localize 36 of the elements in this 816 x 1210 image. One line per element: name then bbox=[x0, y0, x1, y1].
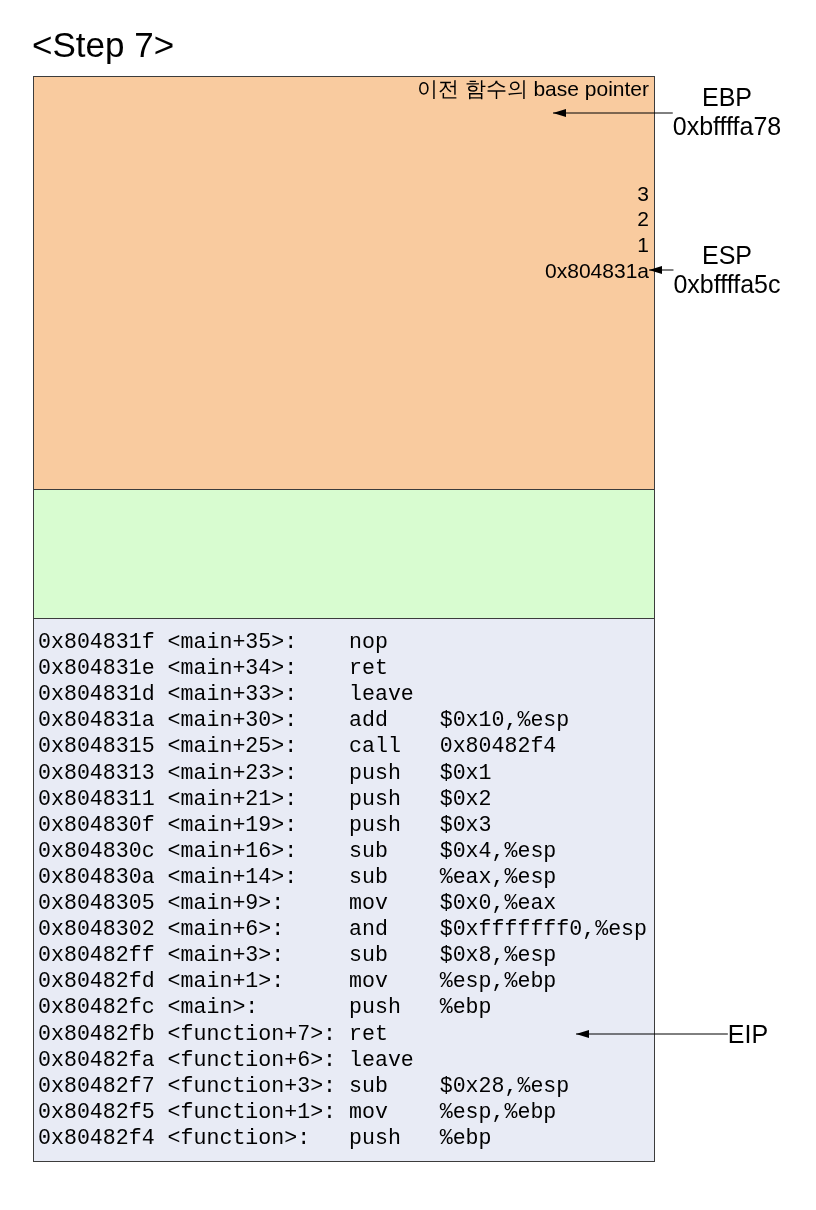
stack-entry: 이전 함수의 base pointer bbox=[416, 76, 649, 100]
stack-entry: 3 bbox=[637, 181, 649, 205]
stack-entry: 2 bbox=[637, 206, 649, 230]
register-name: ESP bbox=[701, 241, 752, 270]
code-line: 0x80482fb <function+7>: ret bbox=[38, 1021, 388, 1046]
memory-region-box bbox=[33, 489, 655, 619]
stack-frame-box bbox=[33, 76, 655, 490]
code-listing-box bbox=[33, 618, 655, 1162]
code-line: 0x804831a <main+30>: add $0x10,%esp bbox=[38, 708, 570, 733]
code-line: 0x80482f5 <function+1>: mov %esp,%ebp bbox=[38, 1099, 557, 1124]
stack-entry: 1 bbox=[637, 232, 649, 256]
register-name: EIP bbox=[727, 1020, 769, 1049]
code-line: 0x804831f <main+35>: nop bbox=[38, 630, 388, 654]
code-line: 0x8048302 <main+6>: and $0xfffffff0,%esp bbox=[38, 917, 648, 942]
code-line: 0x80482fa <function+6>: leave bbox=[38, 1047, 414, 1072]
address-value: 0xbffffa5c bbox=[673, 270, 781, 299]
register-name: EBP bbox=[701, 83, 752, 112]
code-line: 0x80482ff <main+3>: sub $0x8,%esp bbox=[38, 943, 557, 968]
code-line: 0x8048315 <main+25>: call 0x80482f4 bbox=[38, 734, 557, 759]
code-line: 0x804830c <main+16>: sub $0x4,%esp bbox=[38, 838, 557, 863]
stack-entry: 0x804831a bbox=[545, 258, 649, 282]
code-line: 0x804830f <main+19>: push $0x3 bbox=[38, 812, 492, 837]
code-line: 0x804831e <main+34>: ret bbox=[38, 656, 388, 681]
code-line: 0x804831d <main+33>: leave bbox=[38, 682, 414, 707]
code-line: 0x8048313 <main+23>: push $0x1 bbox=[38, 760, 492, 785]
arrow bbox=[552, 109, 674, 117]
code-line: 0x804830a <main+14>: sub %eax,%esp bbox=[38, 864, 557, 889]
code-line: 0x8048311 <main+21>: push $0x2 bbox=[38, 786, 492, 811]
code-line: 0x80482fd <main+1>: mov %esp,%ebp bbox=[38, 969, 557, 994]
code-line: 0x8048305 <main+9>: mov $0x0,%eax bbox=[38, 891, 557, 915]
title: <Step 7> bbox=[32, 25, 175, 65]
arrow bbox=[648, 266, 674, 274]
code-line: 0x80482f4 <function>: push %ebp bbox=[38, 1125, 492, 1150]
code-line: 0x80482f7 <function+3>: sub $0x28,%esp bbox=[38, 1073, 570, 1098]
address-value: 0xbffffa78 bbox=[672, 112, 782, 141]
code-line: 0x80482fc <main>: push %ebp bbox=[38, 995, 492, 1020]
